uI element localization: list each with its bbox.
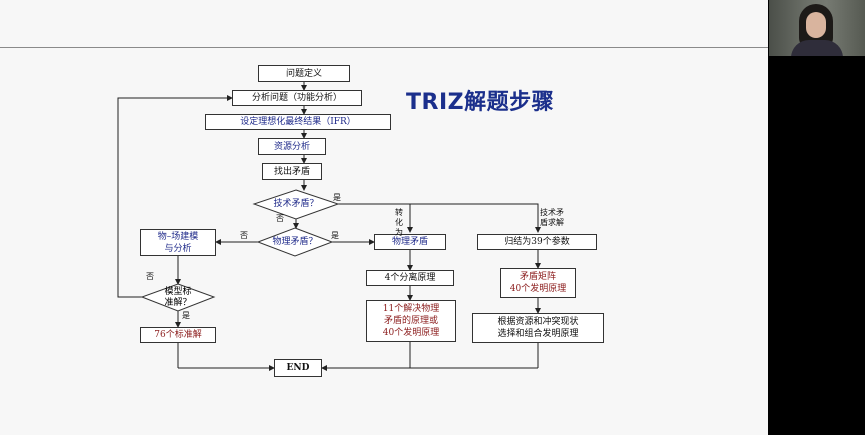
slide-divider	[0, 47, 768, 48]
slide: TRIZ解题步骤 问题定义 分析问题（功能分析） 设定理想化最终结果（IFR） …	[0, 0, 768, 435]
flowchart-connectors	[117, 82, 541, 371]
physical-contradiction-box: 物理矛盾	[374, 234, 446, 250]
no-standard-label: 否	[146, 272, 154, 281]
reduce-39-params-box: 归结为39个参数	[477, 234, 597, 250]
eleven-principles-box: 11个解决物理 矛盾的原理或 40个发明原理	[366, 300, 456, 342]
select-combine-principles-box: 根据资源和冲突现状 选择和组合发明原理	[472, 313, 604, 343]
end-box: END	[274, 359, 322, 377]
problem-definition-box: 问题定义	[258, 65, 350, 82]
no-physical-label: 否	[240, 231, 248, 240]
separation-principles-box: 4个分离原理	[366, 270, 454, 286]
technical-contradiction-label: 技术矛盾？	[273, 198, 319, 209]
seventy-six-standard-solutions-box: 76个标准解	[140, 327, 216, 343]
contradiction-matrix-box: 矛盾矩阵 40个发明原理	[500, 268, 576, 298]
yes-physical-label: 是	[331, 231, 339, 240]
convert-to-label: 转 化 为	[395, 208, 403, 237]
webcam-video-thumbnail	[769, 0, 865, 56]
yes-technical-label: 是	[333, 193, 341, 202]
slide-title: TRIZ解题步骤	[406, 90, 555, 115]
yes-standard-label: 是	[182, 311, 190, 320]
standard-solution-diamond	[140, 283, 216, 312]
ifr-box: 设定理想化最终结果（IFR）	[205, 114, 391, 130]
field-modeling-box: 物–场建模 与分析	[140, 229, 216, 256]
analyze-problem-box: 分析问题（功能分析）	[232, 90, 362, 106]
physical-contradiction-diamond	[256, 227, 334, 257]
technical-solve-label: 技术矛 盾求解	[540, 208, 564, 227]
standard-solution-question-label: 模型标 准解？	[164, 287, 192, 308]
no-technical-label: 否	[276, 214, 284, 223]
physical-contradiction-question-label: 物理矛盾？	[272, 236, 318, 247]
technical-contradiction-diamond	[252, 189, 340, 220]
find-contradiction-box: 找出矛盾	[262, 163, 322, 180]
resource-analysis-box: 资源分析	[258, 138, 326, 155]
